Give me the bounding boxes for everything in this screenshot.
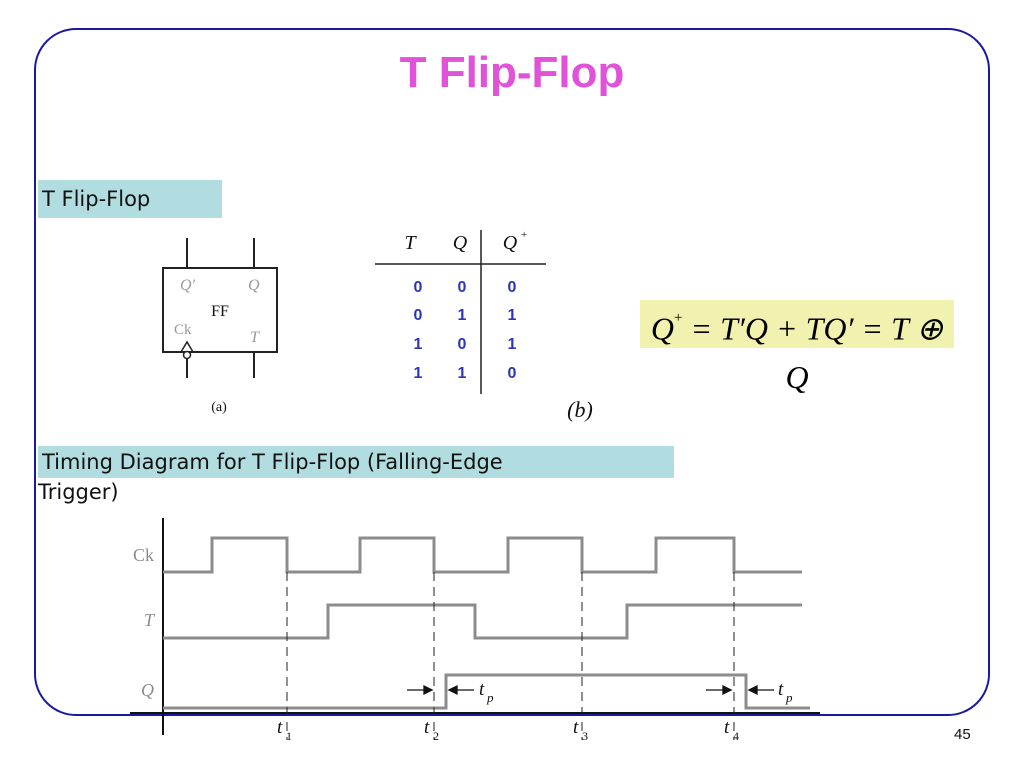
signal-label-t: T — [144, 610, 156, 630]
tt-cell: 1 — [458, 307, 467, 324]
tt-caption: (b) — [567, 397, 593, 422]
tt-cell: 1 — [414, 365, 423, 382]
tt-cell: 1 — [508, 336, 517, 353]
time-sub-4: 4 — [733, 729, 739, 743]
ff-q-prime-label: Q′ — [180, 277, 196, 294]
arrowhead-icon — [747, 684, 758, 696]
delay-sub-2: p — [785, 690, 793, 705]
tt-header-q: Q — [453, 232, 468, 254]
timing-diagram: Ck T Q t 1 t 2 t 3 t 4 — [130, 518, 820, 743]
time-sub-1: 1 — [286, 729, 292, 743]
tt-header-sup: + — [521, 229, 527, 241]
tt-cell: 1 — [508, 307, 517, 324]
section-heading-timing: Timing Diagram for T Flip-Flop (Falling-… — [38, 446, 674, 478]
tt-cell: 0 — [458, 336, 467, 353]
inversion-bubble-icon — [182, 350, 192, 360]
slide-title: T Flip-Flop — [399, 48, 625, 97]
time-label-t3: t — [573, 717, 579, 738]
tt-header-t: T — [404, 232, 417, 254]
arrowhead-icon — [722, 684, 733, 696]
ff-caption: (a) — [211, 400, 227, 415]
time-sub-3: 3 — [582, 729, 588, 743]
page-number: 45 — [954, 726, 971, 743]
tt-cell: 0 — [508, 365, 517, 382]
time-label-t2: t — [424, 717, 430, 738]
equation-lhs-sup: + — [674, 310, 683, 326]
tt-cell: 0 — [414, 279, 423, 296]
ff-center-label: FF — [211, 303, 229, 320]
tt-header-qplus: Q — [503, 232, 518, 254]
tt-cell: 0 — [458, 279, 467, 296]
tt-cell: 0 — [508, 279, 517, 296]
ff-q-label: Q — [248, 277, 260, 294]
q-waveform — [163, 673, 810, 710]
delay-label-tp-1: t — [479, 679, 485, 700]
characteristic-equation: Q+ = T′Q + TQ′ = T ⊕ Q — [640, 300, 954, 395]
arrowhead-icon — [447, 684, 458, 696]
clock-triangle-icon — [179, 340, 195, 353]
arrowhead-icon — [423, 684, 434, 696]
time-sub-2: 2 — [433, 729, 439, 743]
signal-label-ck: Ck — [133, 545, 154, 565]
signal-label-q: Q — [141, 680, 154, 700]
section-heading-timing-continued: Trigger) — [38, 480, 119, 504]
section-heading-ff: T Flip-Flop — [38, 180, 222, 218]
tt-cell: 1 — [458, 365, 467, 382]
tt-cell: 1 — [414, 336, 423, 353]
ff-box — [162, 267, 278, 353]
flip-flop-symbol: FF Q′ Q Ck T (a) — [162, 238, 278, 415]
time-label-t1: t — [277, 717, 283, 738]
equation-rhs: = T′Q + TQ′ = T ⊕ Q — [690, 310, 944, 395]
tt-cell: 0 — [414, 307, 423, 324]
slide-frame — [34, 28, 990, 716]
delay-label-tp-2: t — [778, 679, 784, 700]
ck-waveform — [163, 536, 802, 574]
equation-lhs: Q — [650, 310, 674, 347]
ff-ck-label: Ck — [174, 322, 192, 338]
time-label-t4: t — [724, 717, 730, 738]
delay-sub-1: p — [486, 690, 494, 705]
truth-table: T Q Q + 0 0 0 0 1 1 1 0 1 1 1 0 (b) — [375, 229, 593, 422]
ff-t-label: T — [250, 329, 260, 346]
t-waveform — [163, 603, 802, 640]
